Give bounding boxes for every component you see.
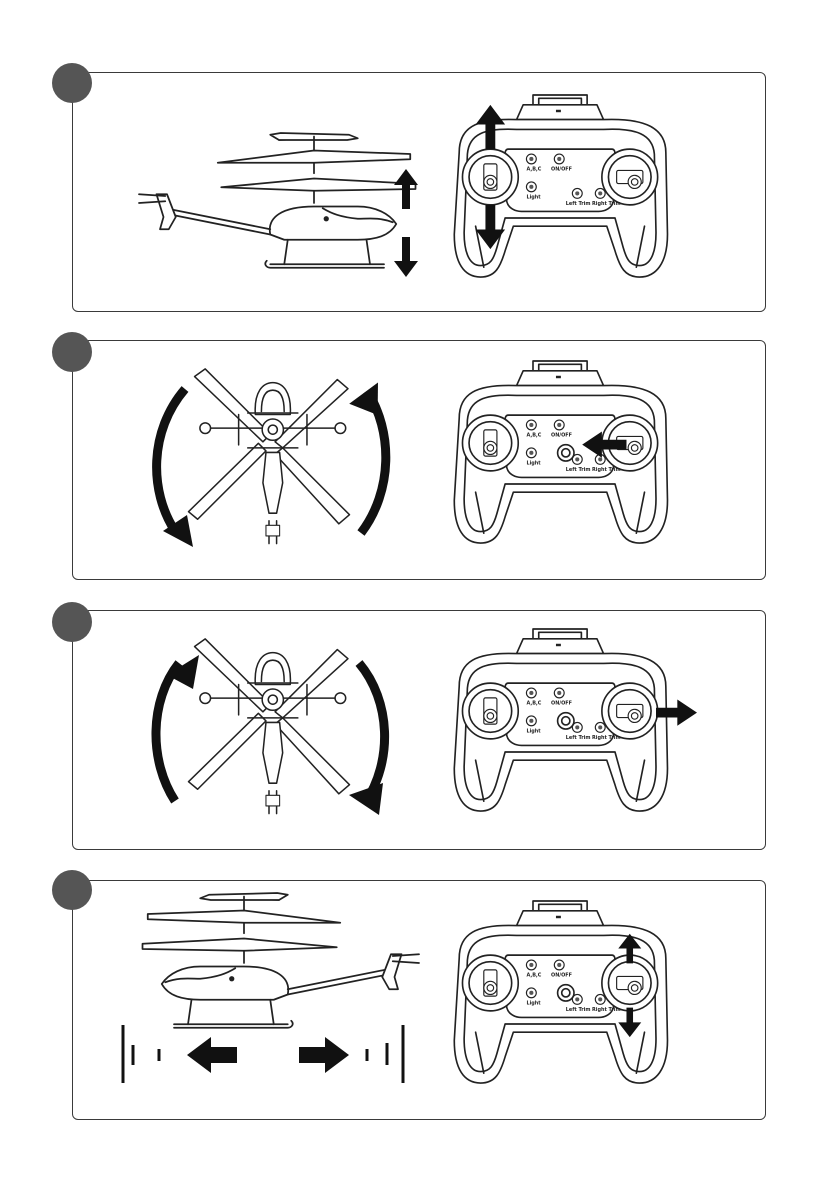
- rotation-arrows-left: [153, 371, 393, 551]
- label-abc: A,B,C: [526, 972, 541, 978]
- down-arrow: [394, 237, 418, 277]
- helicopter-side-view: [129, 133, 429, 273]
- label-right-trim: Right Trim: [592, 201, 621, 207]
- label-abc: A,B,C: [526, 166, 541, 172]
- step-panel-1: A,B,C ON/OFF Light Left Trim Right Trim: [72, 72, 766, 312]
- label-right-trim: Right Trim: [592, 1007, 621, 1013]
- label-light: Light: [526, 194, 541, 200]
- label-abc: A,B,C: [526, 432, 541, 438]
- label-right-trim: Right Trim: [592, 735, 621, 741]
- backward-arrow: [187, 1037, 237, 1073]
- controller-1: A,B,C ON/OFF Light Left Trim Right Trim: [451, 95, 672, 280]
- label-light: Light: [526, 728, 541, 734]
- helicopter-side-view-mirrored: [129, 893, 429, 1033]
- label-light: Light: [526, 460, 541, 466]
- label-right-trim: Right Trim: [592, 467, 621, 473]
- step-panel-2: A,B,C ON/OFF Light Left Trim Right Trim: [72, 340, 766, 580]
- step-panel-4: A,B,C ON/OFF Light Left Trim Right Trim: [72, 880, 766, 1120]
- left-curve-arrow: [156, 663, 179, 801]
- label-on-off: ON/OFF: [551, 700, 572, 706]
- controller-3: A,B,C ON/OFF Light Left Trim Right Trim: [451, 629, 672, 814]
- right-curve-arrow: [359, 663, 385, 803]
- label-on-off: ON/OFF: [551, 166, 572, 172]
- label-left-trim: Left Trim: [566, 1007, 591, 1013]
- label-left-trim: Left Trim: [566, 201, 591, 207]
- label-abc: A,B,C: [526, 700, 541, 706]
- up-arrow: [394, 169, 418, 209]
- rotation-arrows-right: [153, 641, 393, 821]
- step-marker-1: [52, 63, 92, 103]
- up-down-arrows: [391, 169, 421, 279]
- step-marker-4: [52, 870, 92, 910]
- label-on-off: ON/OFF: [551, 972, 572, 978]
- controller-4: A,B,C ON/OFF Light Left Trim Right Trim: [451, 901, 672, 1086]
- step-marker-2: [52, 332, 92, 372]
- label-light: Light: [526, 1000, 541, 1006]
- step-marker-3: [52, 602, 92, 642]
- controller-2: A,B,C ON/OFF Light Left Trim Right Trim: [451, 361, 672, 546]
- label-left-trim: Left Trim: [566, 467, 591, 473]
- forward-arrow: [299, 1037, 349, 1073]
- step-panel-3: A,B,C ON/OFF Light Left Trim Right Trim: [72, 610, 766, 850]
- label-on-off: ON/OFF: [551, 432, 572, 438]
- left-curve-arrow: [157, 389, 185, 531]
- forward-backward-arrows: [119, 1025, 419, 1085]
- label-left-trim: Left Trim: [566, 735, 591, 741]
